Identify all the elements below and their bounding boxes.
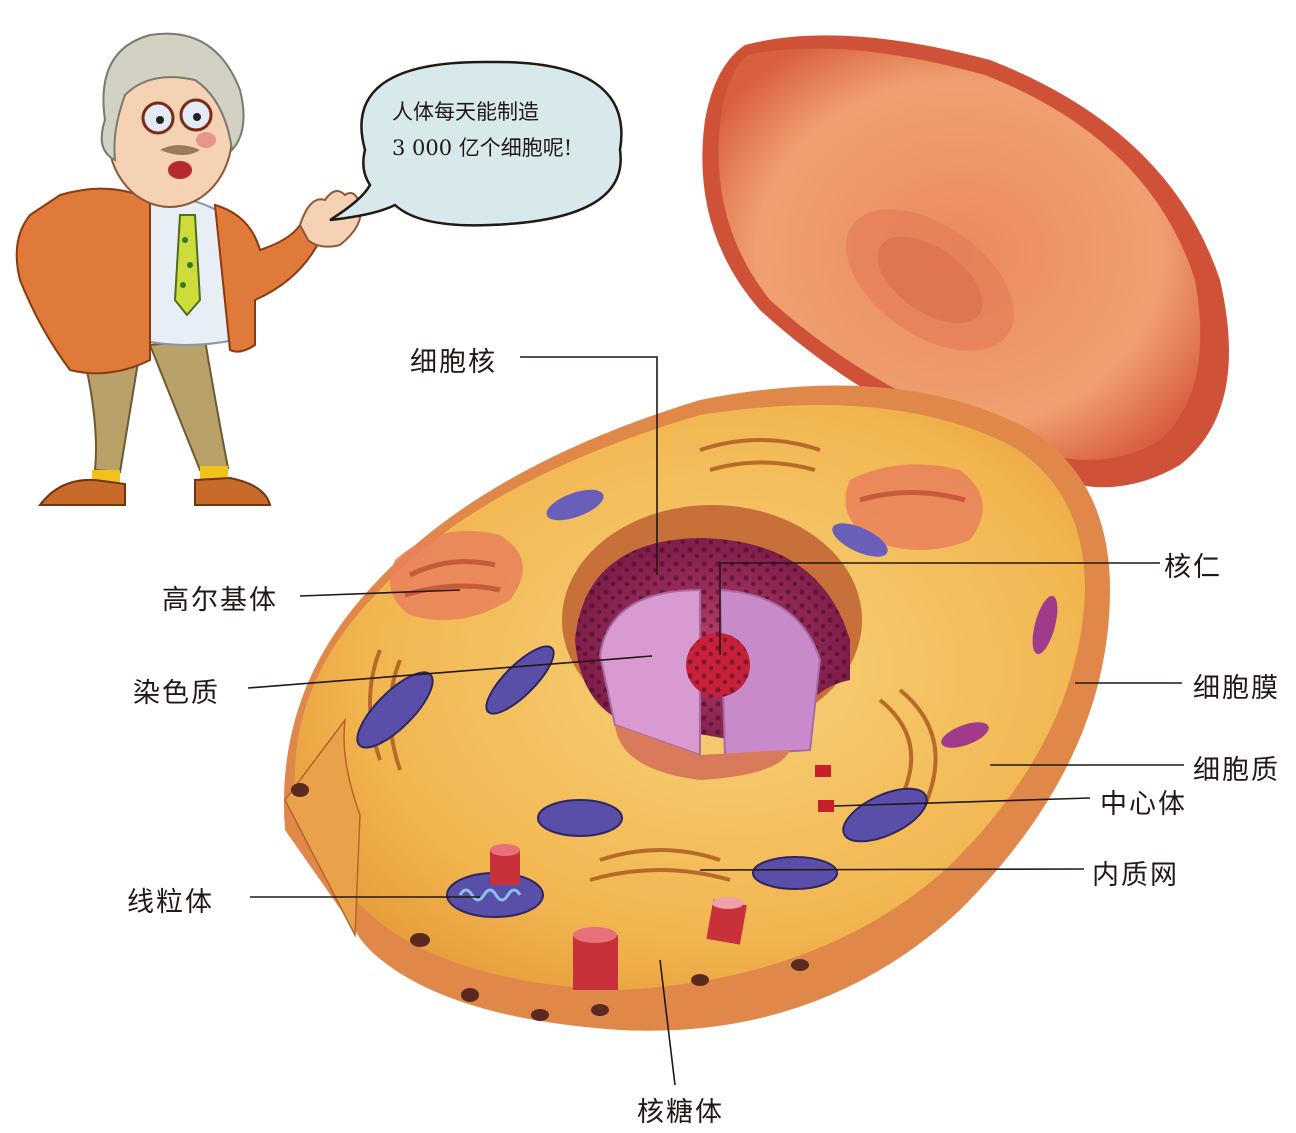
label-membrane: 细胞膜 — [1193, 666, 1280, 705]
label-er: 内质网 — [1092, 853, 1179, 892]
label-centrosome: 中心体 — [1100, 782, 1187, 821]
label-golgi: 高尔基体 — [162, 578, 278, 617]
label-nucleolus: 核仁 — [1164, 545, 1222, 584]
cropped-caption — [0, 0, 360, 14]
label-mitochondria: 线粒体 — [127, 880, 214, 919]
label-nucleus: 细胞核 — [410, 340, 497, 379]
professor-character — [17, 34, 361, 505]
label-ribosome: 核糖体 — [637, 1090, 724, 1129]
speech-bubble-line2: 3 000 亿个细胞呢! — [392, 132, 572, 165]
label-cytoplasm: 细胞质 — [1193, 748, 1280, 787]
speech-bubble-line1: 人体每天能制造 — [392, 96, 539, 129]
label-chromatin: 染色质 — [133, 671, 220, 710]
cell-body — [284, 385, 1110, 1030]
leader-er — [700, 869, 1084, 870]
